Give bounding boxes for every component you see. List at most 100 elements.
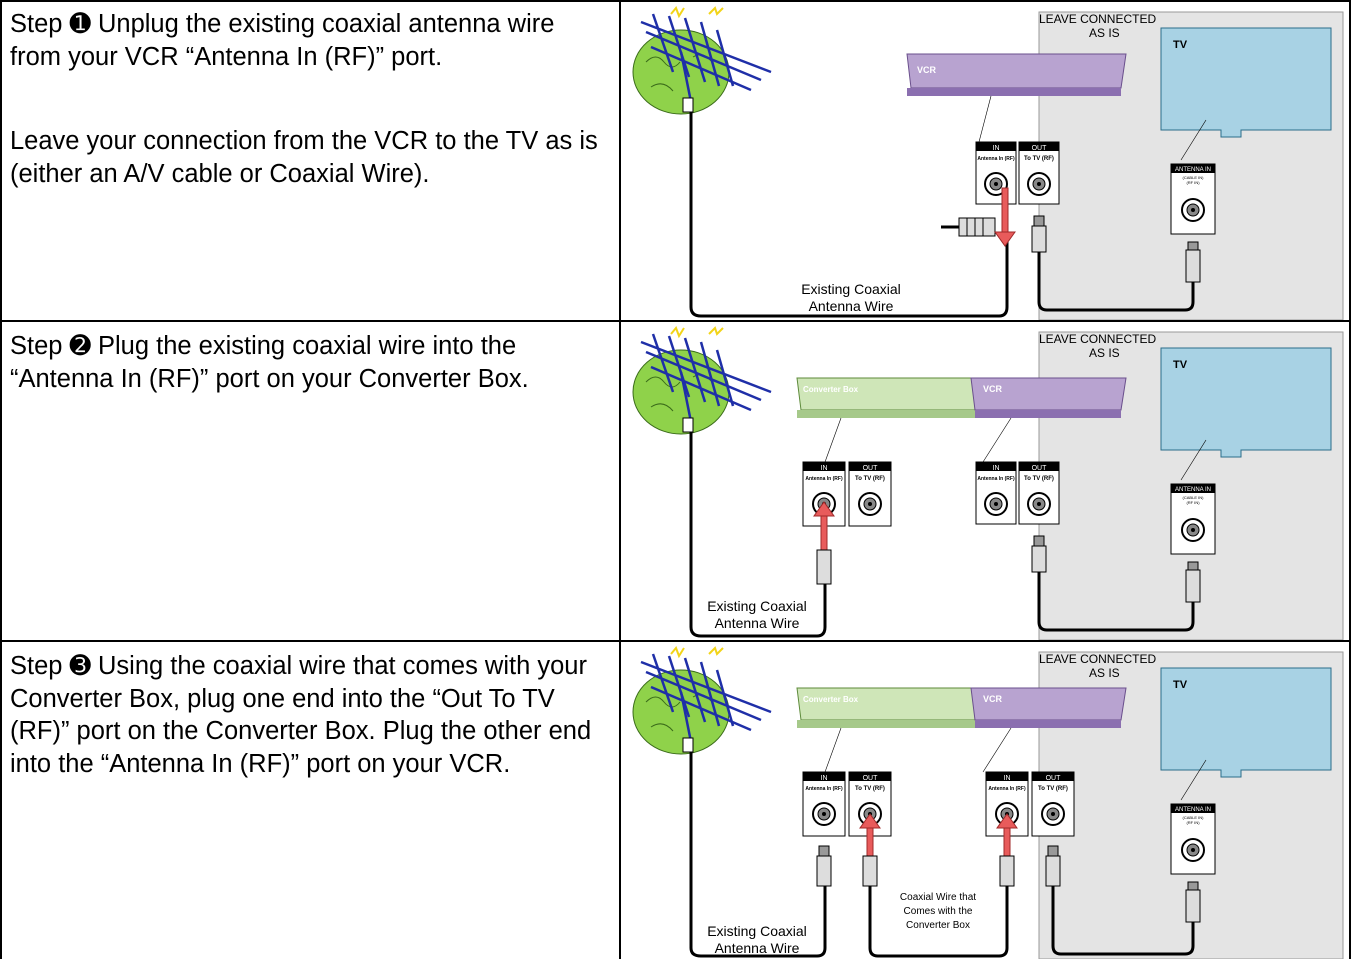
vcr-in-arrow-icon <box>996 813 1018 887</box>
vcr-to-tv-label: To TV (RF) <box>1024 156 1054 162</box>
tv-cable-in-label: (CABLE IN) <box>1183 815 1205 820</box>
step-2-instruction: Step ➋ Plug the existing coaxial wire in… <box>10 332 529 393</box>
leave-connected-label: LEAVE CONNECTED <box>1039 652 1156 666</box>
plug-in-arrow-icon <box>813 501 835 585</box>
leave-connected-label: LEAVE CONNECTED <box>1039 332 1156 346</box>
tv-antenna-in-label: ANTENNA IN <box>1175 167 1211 173</box>
antenna-icon <box>632 646 772 755</box>
step-2-text-cell: Step ➋ Plug the existing coaxial wire in… <box>0 322 620 640</box>
existing-wire-label-line2: Antenna Wire <box>715 615 800 631</box>
leave-as-is-label: AS IS <box>1089 666 1120 680</box>
converter-in-port-label: IN <box>821 465 828 472</box>
existing-wire-label-line2: Antenna Wire <box>715 940 800 956</box>
vcr-device: VCR <box>970 377 1127 463</box>
tv-antenna-in-port: ANTENNA IN (CABLE IN) (RF IN) <box>1170 803 1216 875</box>
converter-box-coax-wire <box>868 886 1009 958</box>
vcr-out-port-label: OUT <box>1046 775 1062 782</box>
converter-out-port-label: OUT <box>863 465 879 472</box>
converter-to-tv-label: To TV (RF) <box>855 476 885 482</box>
step-1-text-cell: Step ➊ Unplug the existing coaxial anten… <box>0 0 620 320</box>
vcr-device: VCR <box>970 687 1127 773</box>
step-3-text-cell: Step ➌ Using the coaxial wire that comes… <box>0 642 620 959</box>
vcr-to-tv-label: To TV (RF) <box>1038 786 1068 792</box>
table-row-divider-1 <box>0 320 1351 322</box>
loose-coax-connector-icon <box>941 217 996 237</box>
converter-out-arrow-icon <box>859 813 881 887</box>
vcr-in-port-label: IN <box>993 145 1000 152</box>
unplug-arrow-icon <box>994 187 1016 247</box>
antenna-icon <box>632 326 772 435</box>
table-row-divider-2 <box>0 640 1351 642</box>
vcr-to-tv-label: To TV (RF) <box>1024 476 1054 482</box>
box-wire-label-line3: Converter Box <box>906 920 970 931</box>
converter-in-port-label: IN <box>821 775 828 782</box>
converter-antenna-in-port: IN Antenna In (RF) <box>802 771 846 837</box>
vcr-label: VCR <box>917 65 937 75</box>
converter-box-device: Converter Box <box>796 687 1002 773</box>
leave-as-is-label: AS IS <box>1089 346 1120 360</box>
step-3-diagram: LEAVE CONNECTED AS IS Existing Coaxial A… <box>632 646 1344 959</box>
vcr-out-port-label: OUT <box>1032 145 1048 152</box>
table-border-left <box>0 0 2 959</box>
vcr-out-port-label: OUT <box>1032 465 1048 472</box>
tv-cable-in-label: (CABLE IN) <box>1183 175 1205 180</box>
antenna-icon <box>632 6 772 115</box>
converter-box-device: Converter Box <box>796 377 1002 463</box>
vcr-to-tv-port: OUT To TV (RF) <box>1031 771 1075 837</box>
tv-label: TV <box>1173 679 1188 691</box>
converter-antenna-connector <box>816 845 832 887</box>
vcr-to-tv-cable <box>1031 215 1201 312</box>
leave-as-is-label: AS IS <box>1089 26 1120 40</box>
vcr-to-tv-port: OUT To TV (RF) <box>1018 461 1060 525</box>
tv-rf-in-label: (RF IN) <box>1186 500 1200 505</box>
table-border-right <box>1349 0 1351 959</box>
step-1-instruction: Step ➊ Unplug the existing coaxial anten… <box>10 10 555 71</box>
vcr-in-port-label: IN <box>993 465 1000 472</box>
existing-wire-label-line1: Existing Coaxial <box>801 281 901 297</box>
vcr-label: VCR <box>983 694 1003 704</box>
tv-label: TV <box>1173 359 1188 371</box>
existing-wire-label-line1: Existing Coaxial <box>707 598 807 614</box>
box-wire-label-line1: Coaxial Wire that <box>900 892 976 903</box>
tv-rf-in-label: (RF IN) <box>1186 820 1200 825</box>
tv-antenna-in-label: ANTENNA IN <box>1175 487 1211 493</box>
vcr-antenna-in-port: IN Antenna In (RF) <box>975 141 1017 205</box>
antenna-wire <box>689 112 1009 318</box>
box-wire-label-line2: Comes with the <box>904 906 973 917</box>
converter-out-port-label: OUT <box>863 775 879 782</box>
vcr-to-tv-cable <box>1031 535 1201 632</box>
vcr-device: VCR <box>906 53 1127 143</box>
converter-antenna-in-label: Antenna In (RF) <box>805 786 843 792</box>
tv-antenna-in-port: ANTENNA IN (CABLE IN) (RF IN) <box>1170 483 1216 555</box>
table-column-divider <box>619 0 621 959</box>
vcr-antenna-in-port: IN Antenna In (RF) <box>975 461 1017 525</box>
tv-device: TV <box>1160 347 1332 481</box>
converter-antenna-in-label: Antenna In (RF) <box>805 476 843 482</box>
step-3-instruction: Step ➌ Using the coaxial wire that comes… <box>10 652 592 778</box>
converter-box-label: Converter Box <box>803 385 859 394</box>
tv-cable-in-label: (CABLE IN) <box>1183 495 1205 500</box>
vcr-antenna-in-label: Antenna In (RF) <box>977 476 1015 482</box>
tv-device: TV <box>1160 667 1332 801</box>
vcr-label: VCR <box>983 384 1003 394</box>
vcr-in-port-label: IN <box>1004 775 1011 782</box>
converter-to-tv-port: OUT To TV (RF) <box>848 461 892 527</box>
converter-box-label: Converter Box <box>803 695 859 704</box>
table-border-top <box>0 0 1351 2</box>
vcr-to-tv-port: OUT To TV (RF) <box>1018 141 1060 205</box>
tv-label: TV <box>1173 39 1188 51</box>
existing-wire-label-line1: Existing Coaxial <box>707 923 807 939</box>
vcr-antenna-in-label: Antenna In (RF) <box>977 156 1015 162</box>
step-2-diagram: LEAVE CONNECTED AS IS Existing Coaxial A… <box>632 326 1344 640</box>
step-1-note: Leave your connection from the VCR to th… <box>10 127 598 188</box>
step-1-diagram: LEAVE CONNECTED AS IS Existing Coax <box>632 6 1344 320</box>
tv-antenna-in-port: ANTENNA IN (CABLE IN) (RF IN) <box>1170 163 1216 235</box>
antenna-wire <box>689 432 827 638</box>
leave-connected-label: LEAVE CONNECTED <box>1039 12 1156 26</box>
vcr-antenna-in-label: Antenna In (RF) <box>988 786 1026 792</box>
vcr-to-tv-cable <box>1045 845 1201 956</box>
tv-rf-in-label: (RF IN) <box>1186 180 1200 185</box>
tv-device: TV <box>1160 27 1332 161</box>
tv-antenna-in-label: ANTENNA IN <box>1175 807 1211 813</box>
